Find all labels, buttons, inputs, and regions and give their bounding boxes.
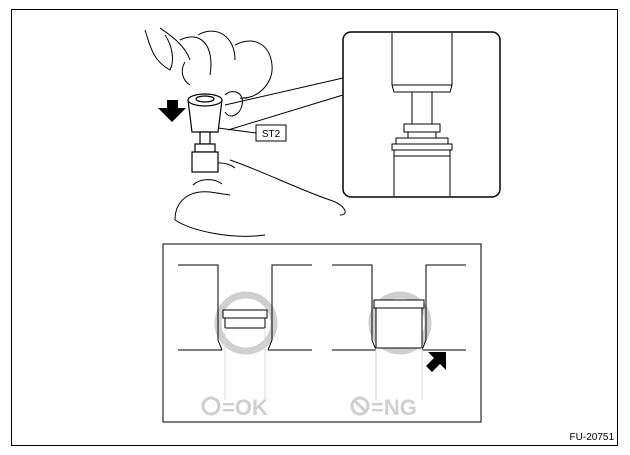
press-down-arrow bbox=[158, 100, 186, 122]
tool-st2 bbox=[187, 93, 223, 173]
ng-example: =NG bbox=[332, 264, 466, 420]
figure-frame bbox=[11, 9, 618, 446]
tool-label-box bbox=[255, 124, 287, 142]
ng-pointer-arrow bbox=[426, 352, 446, 372]
tool-label: ST2 bbox=[262, 129, 281, 140]
ng-label: =NG bbox=[371, 395, 417, 420]
ok-label: =OK bbox=[222, 395, 268, 420]
ng-circle-icon bbox=[350, 396, 370, 416]
ok-example: =OK bbox=[178, 264, 312, 420]
hand-illustration bbox=[144, 27, 346, 237]
figure-code: FU-20751 bbox=[569, 432, 614, 443]
detail-inset bbox=[342, 31, 501, 198]
ok-circle-icon bbox=[201, 396, 221, 416]
comparison-panel bbox=[162, 243, 482, 423]
